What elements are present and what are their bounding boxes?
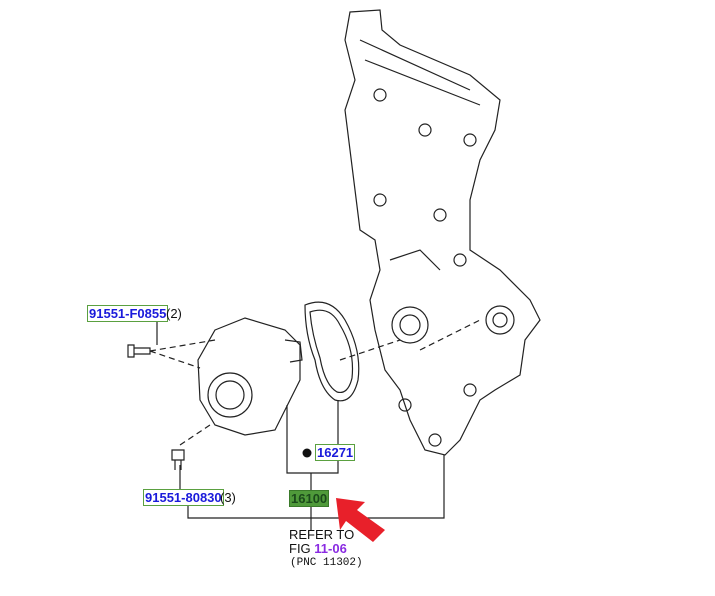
reference-line1: REFER TO xyxy=(289,527,355,542)
red-arrow-icon xyxy=(336,498,385,542)
part-link-91551-80830[interactable]: 91551-80830 xyxy=(143,489,224,506)
gasket-drawing xyxy=(304,301,360,402)
bolt-lower-drawing xyxy=(171,449,185,470)
timing-cover-drawing xyxy=(344,9,541,456)
bullet-dot xyxy=(302,448,312,458)
pnc-label: (PNC 11302) xyxy=(290,557,363,569)
leader-line xyxy=(179,455,445,519)
qty-label: (3) xyxy=(220,490,236,505)
fig-link[interactable]: 11-06 xyxy=(314,541,347,556)
leader-line xyxy=(286,400,339,474)
reference-note: REFER TO FIG 11-06 xyxy=(289,528,354,556)
qty-label: (2) xyxy=(166,306,182,321)
part-link-91551-F0855[interactable]: 91551-F0855 xyxy=(87,305,169,322)
fig-prefix: FIG xyxy=(289,541,315,556)
part-link-16271[interactable]: 16271 xyxy=(315,444,356,461)
bolt-upper-drawing xyxy=(127,344,151,358)
water-pump-drawing xyxy=(197,317,301,436)
part-link-16100[interactable]: 16100 xyxy=(289,490,330,507)
